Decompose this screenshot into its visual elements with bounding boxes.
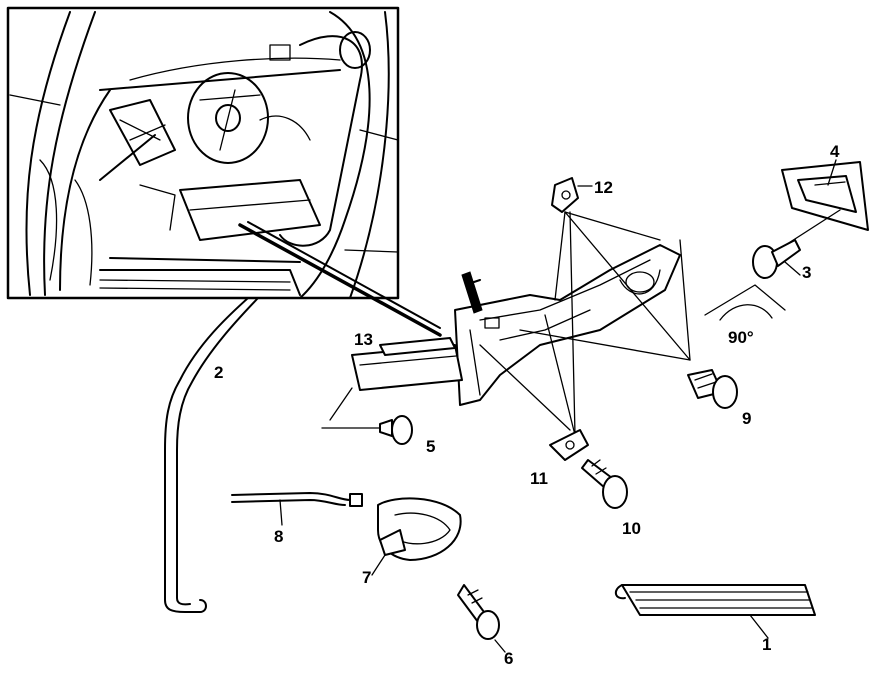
part-3-screw (752, 209, 841, 279)
part-8-cable (231, 492, 363, 526)
part-11-clip (549, 429, 589, 461)
angle-indicator (704, 284, 786, 321)
callout-3: 3 (802, 263, 811, 282)
callout-4: 4 (830, 142, 840, 161)
angle-label-90: 90° (728, 328, 754, 347)
callout-10: 10 (622, 519, 641, 538)
part-5-push-pin (321, 415, 413, 445)
vehicle-interior-inset (6, 6, 400, 300)
part-13-plate (329, 337, 463, 421)
part-9-screw (687, 369, 738, 409)
part-12-clip (551, 177, 593, 213)
callout-5: 5 (426, 437, 435, 456)
callout-6: 6 (504, 649, 513, 668)
part-1-sill-plate (614, 584, 816, 639)
callout-11: 11 (530, 469, 548, 488)
part-2-weatherstrip (164, 297, 259, 613)
main-bracket-assembly (454, 211, 691, 436)
part-4-bezel (781, 159, 869, 231)
callout-1: 1 (762, 635, 771, 654)
part-7-housing (371, 497, 462, 576)
callout-9: 9 (742, 409, 751, 428)
callout-12: 12 (594, 178, 613, 197)
callout-8: 8 (274, 527, 283, 546)
part-10-screw (581, 459, 628, 509)
callout-2: 2 (214, 363, 223, 382)
part-6-screw (457, 584, 506, 653)
callout-7: 7 (362, 568, 371, 587)
callout-13: 13 (354, 330, 373, 349)
inset-leader-line (238, 223, 442, 337)
